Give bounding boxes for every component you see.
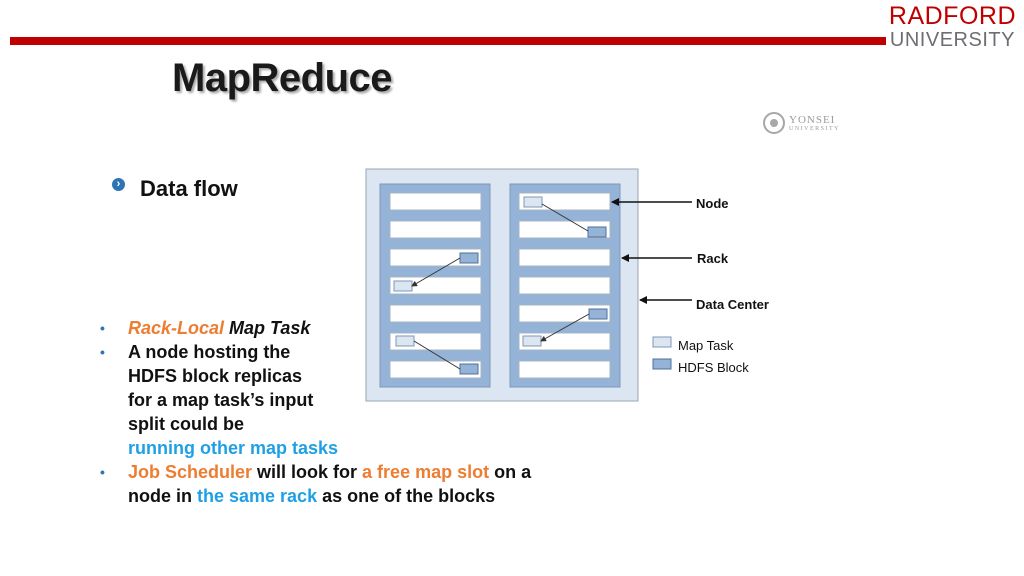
chevron-right-icon: › <box>112 177 125 191</box>
flow-arrow <box>413 340 461 370</box>
bullet3-text-a: will look for <box>252 462 363 482</box>
bullet-dot-icon: • <box>100 344 105 360</box>
bullet3-highlight-slot: a free map slot <box>362 462 490 482</box>
flow-arrow <box>411 257 461 287</box>
legend-map-task-swatch <box>652 336 672 348</box>
logo-top-text: RADFORD <box>888 2 1016 30</box>
slide-title: MapReduce <box>172 56 393 100</box>
bullet1-text: Map Task <box>224 318 311 338</box>
flow-arrows <box>411 203 590 370</box>
node <box>389 192 482 211</box>
node <box>389 248 482 267</box>
node <box>389 304 482 323</box>
label-data-center: Data Center <box>696 297 769 312</box>
bullet-dot-icon: • <box>100 464 105 480</box>
node <box>389 360 482 379</box>
bullet3-highlight-rack: the same rack <box>197 486 318 506</box>
header-bar <box>10 37 886 45</box>
section-heading: › Data flow <box>112 176 238 202</box>
yonsei-seal-icon <box>763 112 785 134</box>
yonsei-name: YONSEI <box>789 113 836 126</box>
logo-bottom-text: UNIVERSITY <box>889 29 1015 51</box>
bullet3-text-c: as one of the blocks <box>317 486 496 506</box>
node <box>518 304 611 323</box>
bullet-dot-icon: • <box>100 320 105 336</box>
legend-hdfs-block-swatch <box>652 358 672 370</box>
bullet-list: • Rack-Local Map Task • A node hosting t… <box>100 316 570 508</box>
map-task <box>393 280 413 292</box>
hdfs-block <box>459 252 479 264</box>
flow-arrow <box>540 313 590 342</box>
bullet1-highlight: Rack-Local <box>128 318 225 338</box>
section-label: Data flow <box>140 176 238 201</box>
bullet2-highlight: running other map tasks <box>128 438 339 458</box>
bullet3-highlight-scheduler: Job Scheduler <box>128 462 253 482</box>
node <box>389 220 482 239</box>
map-task <box>523 196 543 208</box>
hdfs-block <box>588 308 608 320</box>
bullet2-text: A node hosting the HDFS block replicas f… <box>128 342 314 434</box>
bullet-item: • Rack-Local Map Task <box>100 316 570 340</box>
label-node: Node <box>696 196 729 211</box>
yonsei-logo: YONSEI UNIVERSITY <box>763 112 840 134</box>
hdfs-block <box>587 226 607 238</box>
node <box>518 276 611 295</box>
node <box>518 220 611 239</box>
flow-arrow <box>541 203 589 232</box>
legend-map-task-label: Map Task <box>678 338 734 353</box>
radford-logo: RADFORD UNIVERSITY <box>888 2 1016 51</box>
bullet3-text-b: on a node in <box>128 462 532 506</box>
bullet-item: • A node hosting the HDFS block replicas… <box>100 340 338 460</box>
node <box>518 360 611 379</box>
label-rack: Rack <box>697 251 729 266</box>
legend-hdfs-block-label: HDFS Block <box>678 360 749 375</box>
node <box>518 248 611 267</box>
bullet-item: • Job Scheduler will look for a free map… <box>100 460 548 508</box>
yonsei-sub: UNIVERSITY <box>789 125 840 132</box>
